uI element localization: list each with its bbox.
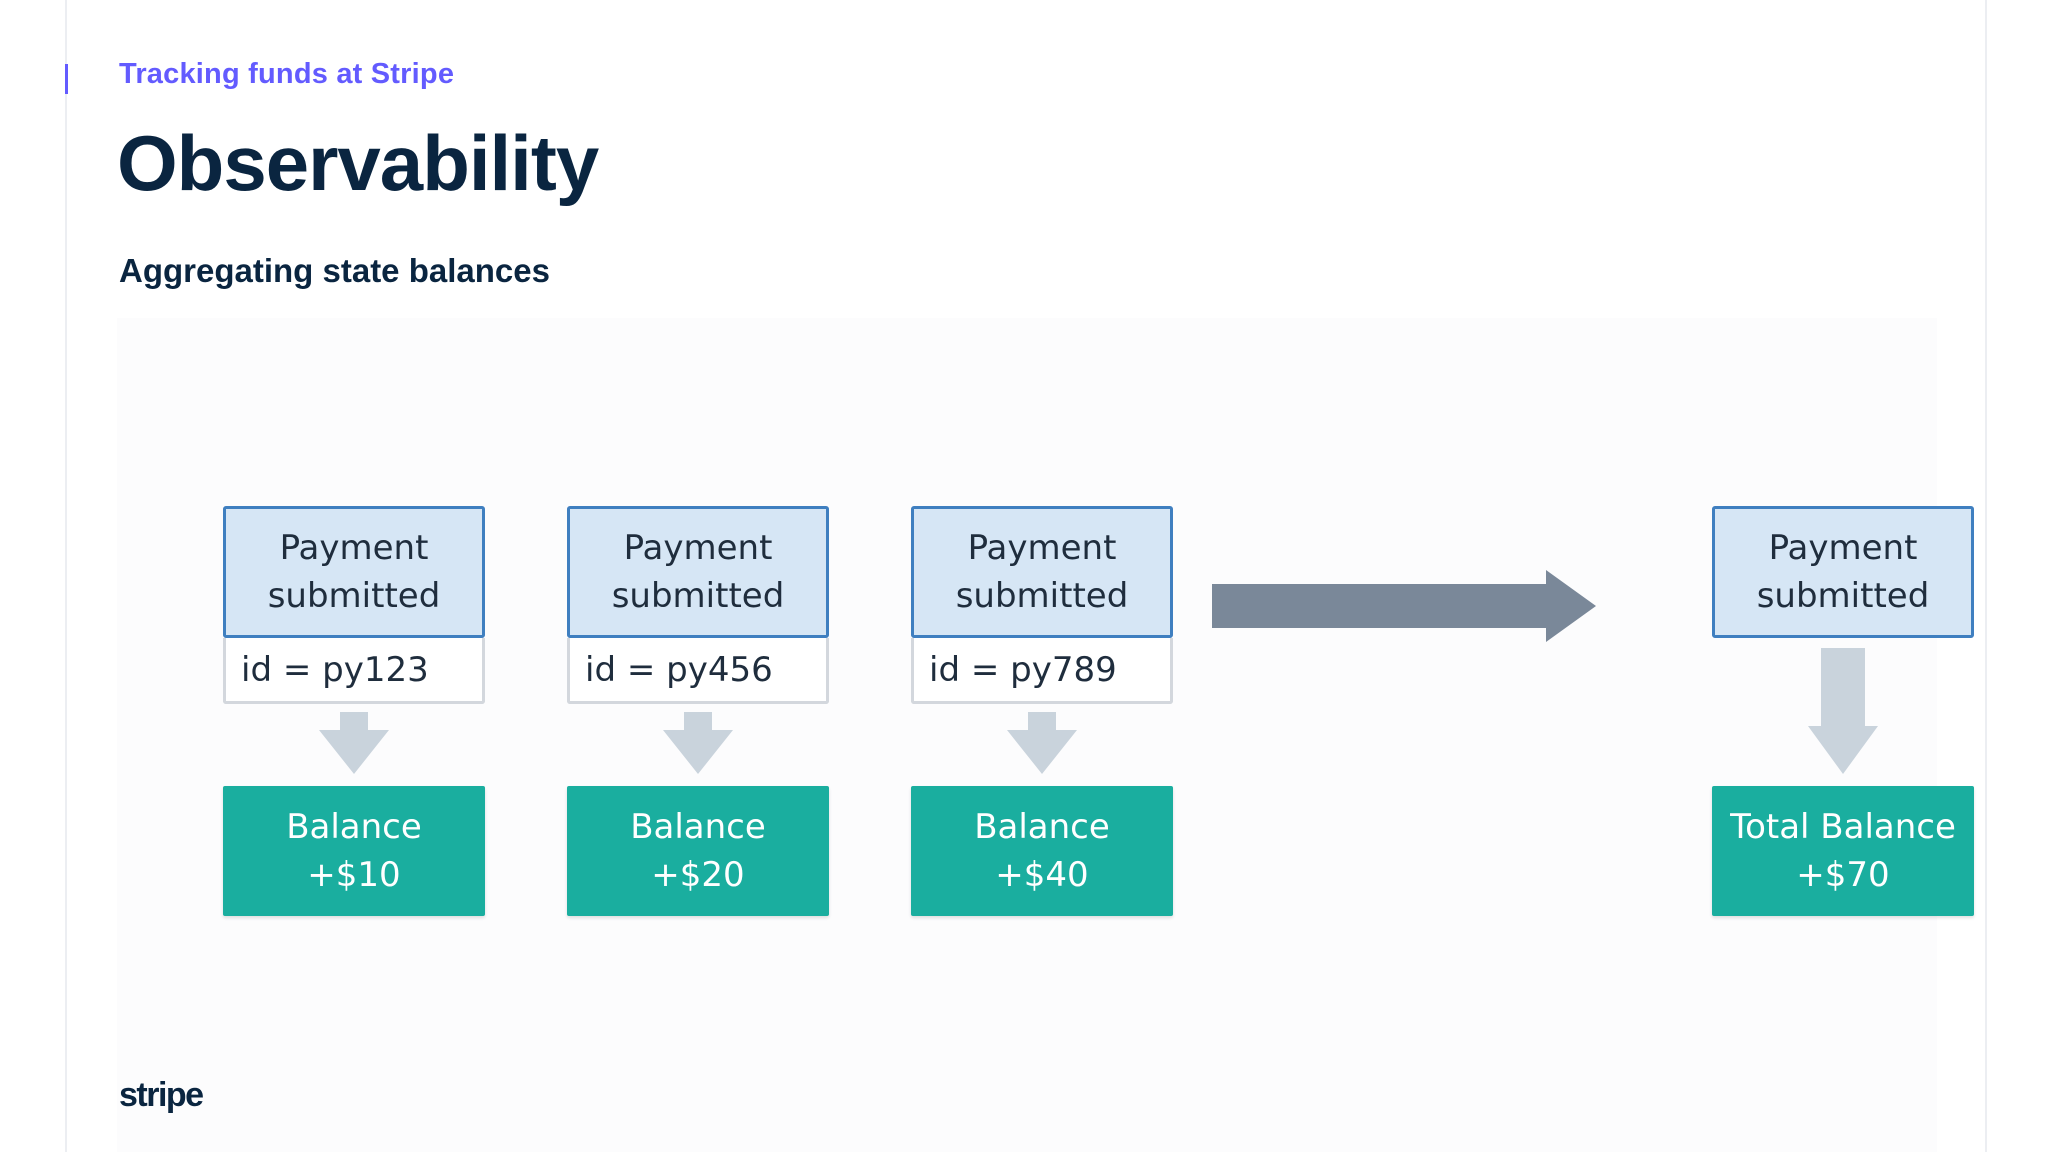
down-arrow-icon <box>1007 712 1077 774</box>
down-arrow-icon <box>319 712 389 774</box>
event-box-result: Payment submitted <box>1712 506 1974 638</box>
event-box-1: Payment submitted <box>223 506 485 638</box>
balance-value: +$10 <box>307 855 401 895</box>
diagram: Payment submitted id = py123 Balance +$1… <box>117 318 1974 1152</box>
total-balance-label: Total Balance <box>1730 807 1956 847</box>
id-box-3: id = py789 <box>911 638 1173 704</box>
event-box-2: Payment submitted <box>567 506 829 638</box>
total-balance-box: Total Balance +$70 <box>1712 786 1974 916</box>
balance-box-1: Balance +$10 <box>223 786 485 916</box>
balance-box-2: Balance +$20 <box>567 786 829 916</box>
balance-label: Balance <box>630 807 766 847</box>
balance-label: Balance <box>286 807 422 847</box>
id-box-1: id = py123 <box>223 638 485 704</box>
stripe-logo: stripe <box>119 1076 204 1114</box>
slide: Tracking funds at Stripe Observability A… <box>65 0 1987 1152</box>
balance-value: +$20 <box>651 855 745 895</box>
section-eyebrow: Tracking funds at Stripe <box>119 58 455 90</box>
down-arrow-icon <box>663 712 733 774</box>
slide-subtitle: Aggregating state balances <box>119 252 550 289</box>
balance-value: +$40 <box>995 855 1089 895</box>
balance-label: Balance <box>974 807 1110 847</box>
balance-box-3: Balance +$40 <box>911 786 1173 916</box>
total-balance-value: +$70 <box>1796 855 1890 895</box>
down-arrow-icon <box>1808 648 1878 774</box>
right-arrow-icon <box>1212 570 1596 642</box>
accent-bar <box>65 64 68 94</box>
slide-title: Observability <box>117 119 599 207</box>
id-box-2: id = py456 <box>567 638 829 704</box>
event-box-3: Payment submitted <box>911 506 1173 638</box>
